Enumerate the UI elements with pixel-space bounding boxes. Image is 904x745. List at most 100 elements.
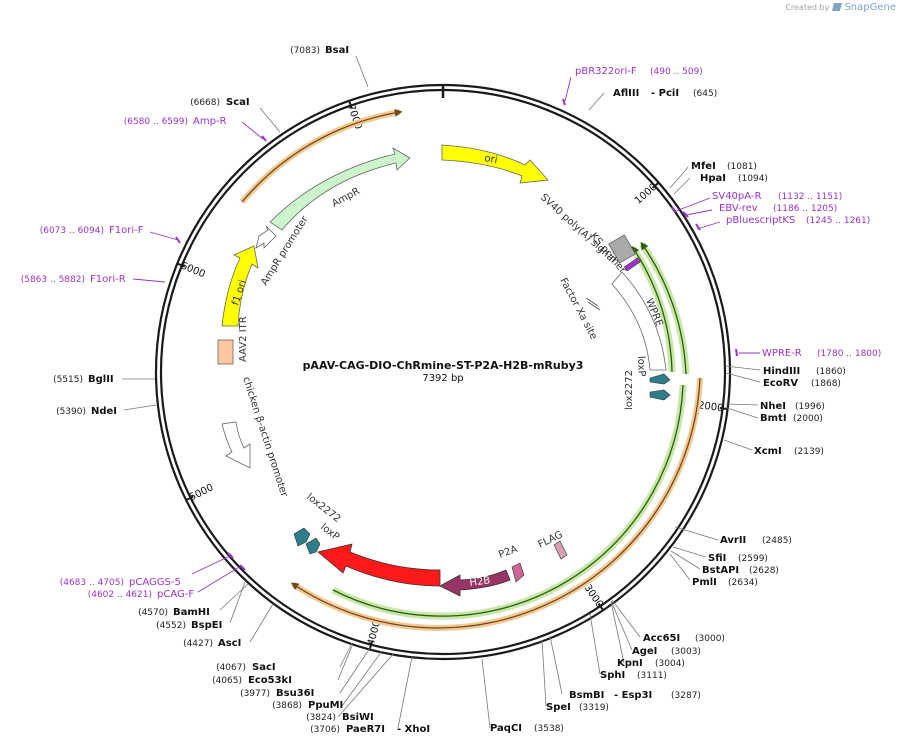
primer-f1ori-f[interactable]: (6073 .. 6094) F1ori-F [40,225,144,236]
enzyme-saci[interactable]: (4067) SacI [216,662,276,673]
svg-text:MfeI: MfeI [691,161,716,172]
enzyme-kpni[interactable]: KpnI (3004) [617,658,685,669]
enzyme-acc65i[interactable]: Acc65I (3000) [643,633,725,644]
svg-text:(2139): (2139) [794,447,824,457]
enzyme-sphi[interactable]: SphI (3111) [600,670,667,681]
primer-amp-r[interactable]: (6580 .. 6599) Amp-R [124,116,227,127]
enzyme-asci[interactable]: (4427) AscI [183,638,241,649]
tick-mark [597,603,604,611]
svg-text:PaqCI: PaqCI [490,723,522,734]
factor-xa-label: Factor Xa site [557,276,599,341]
primer-pcaggs-5[interactable]: (4683 .. 4705) pCAGGS-5 [60,577,181,588]
enzyme-nhei[interactable]: NheI (1996) [760,401,825,412]
svg-text:(1996): (1996) [795,402,825,412]
svg-text:F1ori-F: F1ori-F [109,225,144,236]
svg-text:(1186 .. 1205): (1186 .. 1205) [773,204,837,214]
primer-wpre-r[interactable]: WPRE-R (1780 .. 1800) [762,348,881,359]
enzyme-scai[interactable]: (6668) ScaI [190,97,250,108]
enzyme-hindiii[interactable]: HindIII (1860) [763,366,846,377]
svg-text:BstAPI: BstAPI [702,565,739,576]
svg-text:EBV-rev: EBV-rev [719,203,758,214]
enzyme-pmli[interactable]: PmlI (2634) [692,577,758,588]
svg-text:BmtI: BmtI [760,413,787,424]
svg-text:(4067): (4067) [216,663,246,673]
svg-text:BsmBI: BsmBI [569,690,604,701]
svg-text:(1860): (1860) [816,367,846,377]
lox2272-bottom-feature [293,527,311,547]
svg-text:(4427): (4427) [183,639,213,649]
enzyme-spei[interactable]: SpeI (3319) [546,702,609,713]
primer-labels: pBR322ori-F (490 .. 509) (6580 .. 6599) … [21,66,882,600]
svg-text:(4602 .. 4621): (4602 .. 4621) [88,590,152,600]
snapgene-brand: Created by SnapGene [785,2,896,13]
svg-text:(4065): (4065) [212,676,242,686]
plasmid-length: 7392 bp [422,373,463,384]
primer-sv40pa-r[interactable]: SV40pA-R (1132 .. 1151) [712,191,842,202]
enzyme-hpai[interactable]: HpaI (1094) [700,173,768,184]
tick-label: 5000 [188,482,216,503]
enzyme-avrii[interactable]: AvrII (2485) [720,535,792,546]
enzyme-ecorv[interactable]: EcoRV (1868) [763,378,841,389]
svg-text:pBluescriptKS: pBluescriptKS [726,215,795,226]
svg-text:F1ori-R: F1ori-R [90,274,126,285]
brand-name: SnapGene [844,2,896,13]
svg-text:BspEI: BspEI [191,620,222,631]
svg-text:EcoRV: EcoRV [763,378,798,389]
enzyme-ppumi[interactable]: (3868) PpuMI [272,700,343,711]
enzyme-bspei[interactable]: (4552) BspEI [156,620,222,631]
lox2272-bottom-label: lox2272 [304,492,342,525]
plasmid-name: pAAV-CAG-DIO-ChRmine-ST-P2A-H2B-mRuby3 [303,359,584,372]
svg-text:(3706): (3706) [310,725,340,735]
svg-text:BamHI: BamHI [173,607,210,618]
primer-f1ori-r[interactable]: (5863 .. 5882) F1ori-R [21,274,126,285]
primer-pcag-f[interactable]: (4602 .. 4621) pCAG-F [88,589,195,600]
enzyme-bsai[interactable]: (7083) BsaI [290,45,349,56]
sv40-polya-feature [608,234,636,264]
enzyme-bsiwi[interactable]: (3824) BsiWI [306,712,374,723]
svg-text:pBR322ori-F: pBR322ori-F [575,66,637,77]
enzyme-eco53ki[interactable]: (4065) Eco53kI [212,675,292,686]
svg-text:NdeI: NdeI [91,406,117,417]
svg-text:(3000): (3000) [695,634,725,644]
p2a-feature [511,562,525,583]
enzyme-bsu36i[interactable]: (3977) Bsu36I [240,688,314,699]
enzyme-ndei[interactable]: (5390) NdeI [56,406,117,417]
primer-pbr322ori-f[interactable]: pBR322ori-F (490 .. 509) [575,66,703,77]
enzyme-xcmi[interactable]: XcmI (2139) [754,446,824,457]
primer-ebv-rev[interactable]: EBV-rev (1186 .. 1205) [719,203,837,214]
enzyme-paqci[interactable]: PaqCI (3538) [490,723,564,734]
enzyme-afliii-pcii[interactable]: AflIII - PciI (645) [613,88,717,99]
backbone [154,83,732,661]
svg-text:WPRE-R: WPRE-R [762,348,802,359]
svg-text:(2485): (2485) [762,536,792,546]
tick-mark [185,495,194,501]
svg-text:PpuMI: PpuMI [308,700,343,711]
enzyme-mfei[interactable]: MfeI (1081) [691,161,757,172]
enzyme-bglii[interactable]: (5515) BglII [53,374,114,385]
enzyme-bstapi[interactable]: BstAPI (2628) [702,565,779,576]
loxp-bottom-label: loxP [318,522,341,543]
enzyme-bamhi[interactable]: (4570) BamHI [138,607,210,618]
enzyme-agei[interactable]: AgeI (3003) [632,646,701,657]
p2a-label: P2A [497,544,519,561]
svg-text:Acc65I: Acc65I [643,633,680,644]
svg-text:SfiI: SfiI [708,553,726,564]
enzyme-paer7i-xhoi[interactable]: (3706) PaeR7I - XhoI [310,724,430,735]
tick-mark [176,262,186,268]
svg-text:BglII: BglII [88,374,114,385]
enzyme-bsmbi-esp3i[interactable]: BsmBI - Esp3I (3287) [569,690,701,701]
primer-pbluescriptks[interactable]: pBluescriptKS (1245 .. 1261) [726,215,870,226]
enzyme-sfii[interactable]: SfiI (2599) [708,553,768,564]
ampr-label: AmpR [330,186,362,210]
svg-text:(5390): (5390) [56,407,86,417]
svg-text:KpnI: KpnI [617,658,643,669]
svg-text:(2628): (2628) [749,566,779,576]
enzyme-leaders [122,55,761,729]
enzyme-bmti[interactable]: BmtI (2000) [760,413,823,424]
svg-text:(4552): (4552) [156,621,186,631]
lox2272-top-label: lox2272 [624,370,635,410]
loxp-top-label: loxP [635,356,647,377]
brand-created-by: Created by [785,3,830,12]
svg-text:(3319): (3319) [579,703,609,713]
